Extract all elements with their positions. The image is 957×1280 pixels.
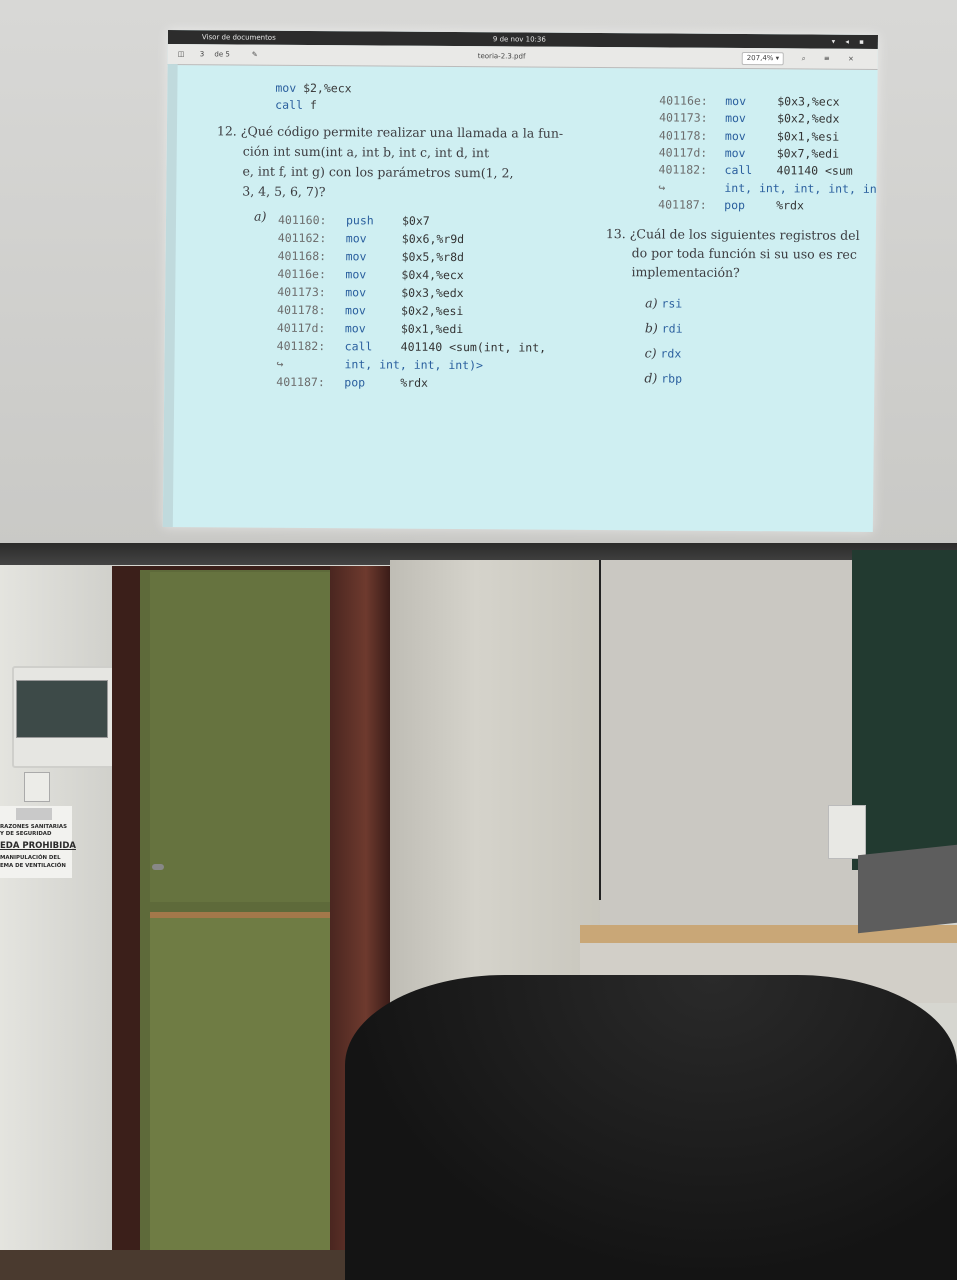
- question-12-line: 3, 4, 5, 6, 7)?: [242, 183, 326, 200]
- viewer-toolbar: ◫ 3 de 5 ✎ teoria-2.3.pdf 207,4% ▾ ⌕ ≡ ×: [167, 44, 878, 70]
- listing-address: ↪: [276, 356, 284, 371]
- wall-socket: [828, 805, 866, 859]
- listing-operand: %rdx: [776, 198, 804, 213]
- listing-operand: $0x2,%edx: [777, 111, 840, 126]
- listing-operand: $0x7: [401, 213, 430, 228]
- listing-operand: $0x5,%r8d: [401, 249, 465, 265]
- door-panel-bottom: [150, 912, 332, 1256]
- listing-opcode: pop: [724, 197, 746, 212]
- listing-address: 401173:: [659, 110, 708, 126]
- question-number: 13.: [605, 226, 626, 242]
- floor: [0, 1250, 345, 1280]
- listing-opcode: mov: [345, 267, 367, 282]
- listing-operand: $0x1,%edi: [400, 321, 464, 337]
- question-number: 12.: [216, 123, 237, 139]
- listing-opcode: mov: [345, 303, 366, 318]
- listing-address: 40117d:: [276, 320, 326, 336]
- electrical-panel-window: [16, 680, 108, 738]
- listing-address: 401178:: [658, 128, 708, 143]
- listing-operand: 401140 <sum: [776, 163, 853, 178]
- listing-opcode: mov: [344, 321, 366, 336]
- chalkboard: [852, 550, 957, 870]
- sign-logo: [16, 808, 52, 820]
- question-13-line: 13. ¿Cuál de los siguientes registros de…: [605, 226, 860, 243]
- listing-operand: $0x3,%edx: [401, 285, 464, 301]
- question-12-line: e, int f, int g) con los parámetros sum(…: [242, 163, 514, 181]
- listing-operand: %rdx: [400, 375, 429, 390]
- listing-address: 401173:: [277, 284, 326, 300]
- listing-opcode: mov: [725, 93, 747, 109]
- listing-address: 401182:: [276, 338, 326, 354]
- laptop: [858, 844, 957, 934]
- listing-operand: $0x7,%edi: [776, 146, 840, 161]
- listing-address: 401178:: [277, 302, 326, 318]
- listing-opcode: int, int, int, int)>: [344, 357, 484, 373]
- sidebar-toggle-icon[interactable]: ◫: [177, 50, 185, 59]
- listing-opcode: call: [344, 339, 373, 354]
- page-indicator[interactable]: 3 de 5: [200, 44, 230, 64]
- question-12-line: 12. ¿Qué código permite realizar una lla…: [216, 123, 564, 141]
- listing-opcode: mov: [345, 249, 367, 264]
- chair-back: [345, 975, 957, 1280]
- projected-document-viewer: Visor de documentos 9 de nov 10:36 ▾ ◂ ▪…: [162, 30, 879, 532]
- listing-opcode: call: [724, 163, 753, 178]
- listing-address: 401182:: [658, 162, 708, 177]
- listing-opcode: mov: [725, 111, 746, 126]
- page-current[interactable]: 3: [199, 50, 205, 59]
- listing-operand: $0x3,%ecx: [777, 94, 840, 109]
- door-panel-top: [150, 572, 335, 902]
- listing-opcode: mov: [345, 285, 367, 300]
- listing-row: 401160: push $0x7: [278, 209, 430, 229]
- listing-operand: $0x6,%r9d: [401, 231, 465, 247]
- clock: 9 de nov 10:36: [492, 35, 546, 44]
- listing-opcode: push: [345, 213, 374, 228]
- listing-opcode: mov: [345, 231, 367, 246]
- hanging-cable: [596, 560, 604, 900]
- listing-address: 40117d:: [658, 145, 708, 160]
- answer-option: a) rsi: [645, 295, 683, 311]
- listing-operand: $0x1,%esi: [776, 128, 840, 144]
- answer-option: d) rbp: [644, 370, 683, 386]
- question-13-line: implementación?: [631, 264, 740, 281]
- question-12-line: ción int sum(int a, int b, int c, int d,…: [242, 143, 490, 161]
- right-wall: [600, 560, 860, 960]
- pen-icon[interactable]: ✎: [251, 50, 258, 59]
- toolbar-tools[interactable]: ⌕ ≡ ×: [801, 54, 862, 63]
- zoom-select[interactable]: 207,4% ▾: [741, 52, 785, 66]
- listing-address: 40116e:: [277, 266, 326, 282]
- answer-option: b) rdi: [644, 320, 683, 336]
- listing-opcode: pop: [344, 375, 366, 390]
- answer-option: c) rdx: [644, 345, 682, 361]
- listing-opcode: mov: [724, 145, 746, 160]
- listing-address: 401162:: [277, 230, 327, 246]
- listing-row: 401187: pop %rdx: [276, 371, 428, 391]
- listing-opcode: mov: [724, 128, 746, 143]
- option-label: a): [253, 208, 267, 224]
- listing-address: 401187:: [658, 197, 707, 212]
- question-13-line: do por toda función si su uso es rec: [631, 245, 857, 262]
- app-title: Visor de documentos: [201, 33, 276, 42]
- listing-operand: $0x2,%esi: [401, 303, 464, 319]
- door-handle: [152, 864, 164, 870]
- listing-address: 401168:: [277, 248, 327, 264]
- light-switch: [24, 772, 50, 802]
- listing-address: 401187:: [276, 374, 325, 390]
- listing-address: 401160:: [277, 212, 327, 228]
- code-line: mov $2,%ecx: [275, 80, 352, 96]
- listing-address: 40116e:: [659, 93, 708, 108]
- listing-operand: $0x4,%ecx: [401, 267, 464, 283]
- document-filename: teoria-2.3.pdf: [477, 52, 526, 61]
- listing-row: 401187: pop %rdx: [658, 193, 804, 213]
- window-controls[interactable]: ▾ ◂ ▪: [831, 37, 868, 46]
- listing-operand: 401140 <sum(int, int,: [400, 339, 547, 355]
- code-line: call f: [275, 97, 317, 113]
- page-total: de 5: [214, 50, 230, 59]
- listing-address: ↪: [658, 179, 666, 194]
- screen-bottom-bar: [0, 543, 957, 565]
